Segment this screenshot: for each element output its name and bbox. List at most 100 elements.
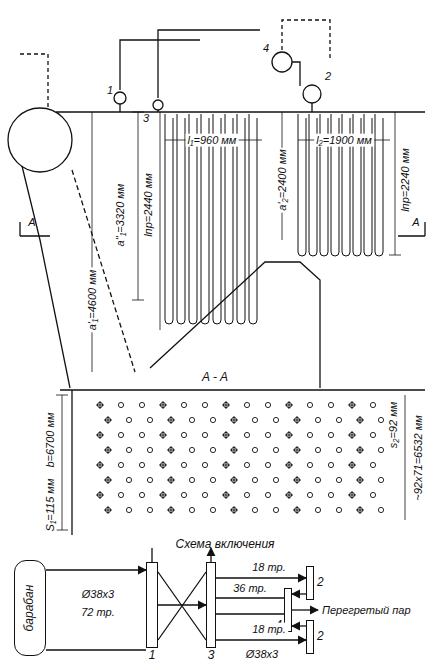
tube-center-mark xyxy=(96,491,104,499)
tube-center-mark xyxy=(293,506,301,514)
tube-center-mark xyxy=(159,401,167,409)
callout-number: 4 xyxy=(263,42,269,55)
tube-center-mark xyxy=(104,476,112,484)
tube-connector xyxy=(46,569,146,570)
tube-center-mark xyxy=(285,491,293,499)
dimension-label: a''₁=3320 мм xyxy=(114,182,127,249)
section-top-line xyxy=(60,389,425,390)
tube-size-label: Ø38x3 xyxy=(82,588,114,601)
tube-center-mark xyxy=(104,416,112,424)
tube-section xyxy=(328,402,333,407)
tube-center-mark xyxy=(167,416,175,424)
tube-section xyxy=(126,417,131,422)
tube-section xyxy=(265,402,270,407)
tube-center-mark xyxy=(104,446,112,454)
dimension-line xyxy=(56,395,68,530)
tube-connector xyxy=(292,593,306,594)
callout-number: 2 xyxy=(325,70,331,83)
tube-section xyxy=(139,402,144,407)
tube-center-mark xyxy=(293,416,301,424)
drum xyxy=(8,108,72,172)
tube-section xyxy=(210,447,215,452)
tube-section xyxy=(378,417,383,422)
tube-section xyxy=(181,492,186,497)
slope-line xyxy=(72,170,135,372)
tube-section xyxy=(147,447,152,452)
callout-number: 2 xyxy=(317,630,324,643)
tube-section xyxy=(118,432,123,437)
tube-section xyxy=(189,417,194,422)
tube-center-mark xyxy=(96,431,104,439)
drum-box: барабан xyxy=(14,560,46,656)
tube-center-mark xyxy=(348,431,356,439)
tube-section xyxy=(189,507,194,512)
tube-section xyxy=(315,447,320,452)
tube-count-label: 18 тр. xyxy=(250,623,288,636)
tube-section xyxy=(139,492,144,497)
tube-section xyxy=(189,477,194,482)
tube-section xyxy=(370,432,375,437)
callout-number: 1 xyxy=(107,84,113,97)
tube-section xyxy=(378,507,383,512)
tube-center-mark xyxy=(104,506,112,514)
tube-section xyxy=(378,447,383,452)
tube-connector xyxy=(216,639,306,640)
tube-section xyxy=(273,447,278,452)
tube-section xyxy=(202,402,207,407)
tube-section xyxy=(370,462,375,467)
callout-number: 3 xyxy=(143,112,149,125)
dimension-line xyxy=(92,112,93,372)
tube-bundle-line xyxy=(46,649,146,650)
tube-center-mark xyxy=(96,461,104,469)
callout-number: 1 xyxy=(149,649,156,662)
collector-pipe xyxy=(282,20,330,60)
dimension-label: l₁=960 мм xyxy=(186,134,239,147)
tube-center-mark xyxy=(222,461,230,469)
tube-section xyxy=(147,507,152,512)
tube-connector xyxy=(158,604,206,605)
dimension-line xyxy=(405,395,406,520)
collector-pipe xyxy=(120,40,200,90)
coil-tube xyxy=(177,114,185,324)
tube-section xyxy=(336,447,341,452)
tube-section xyxy=(244,492,249,497)
tube-section xyxy=(189,447,194,452)
dimension-label: s₂=92 мм xyxy=(387,400,400,451)
tube-center-mark xyxy=(167,506,175,514)
tube-section xyxy=(336,477,341,482)
collector-box: 3 xyxy=(206,562,216,648)
tube-section xyxy=(328,462,333,467)
collector-box: 2 xyxy=(306,566,314,600)
tube-center-mark xyxy=(167,446,175,454)
tube-center-mark xyxy=(285,401,293,409)
tube-section xyxy=(244,432,249,437)
tube-section xyxy=(202,492,207,497)
tube-section xyxy=(202,462,207,467)
dimension-label: ~92х71=6532 мм xyxy=(412,413,425,502)
section-title: A - A xyxy=(202,371,228,385)
furnace-nose xyxy=(150,262,320,388)
tube-center-mark xyxy=(230,416,238,424)
collector-box: 2 xyxy=(306,620,314,654)
riser xyxy=(120,103,312,112)
coil-tube xyxy=(165,114,173,324)
tube-section xyxy=(210,417,215,422)
tube-section xyxy=(307,492,312,497)
tube-center-mark xyxy=(285,431,293,439)
dimension-label: S₁=115 мм xyxy=(44,477,57,534)
steam-outlet-arrow xyxy=(292,609,318,610)
tube-section xyxy=(126,447,131,452)
tube-section xyxy=(126,477,131,482)
tube-section xyxy=(307,432,312,437)
tube-section xyxy=(252,477,257,482)
tube-section xyxy=(315,417,320,422)
tube-section xyxy=(336,507,341,512)
tube-center-mark xyxy=(159,491,167,499)
dimension-label: b=6700 мм xyxy=(44,410,57,469)
tube-count-label: 72 тр. xyxy=(81,606,115,619)
tube-section xyxy=(147,477,152,482)
tube-center-mark xyxy=(230,476,238,484)
tube-section xyxy=(273,417,278,422)
tube-section xyxy=(252,447,257,452)
collector-4 xyxy=(272,52,292,72)
